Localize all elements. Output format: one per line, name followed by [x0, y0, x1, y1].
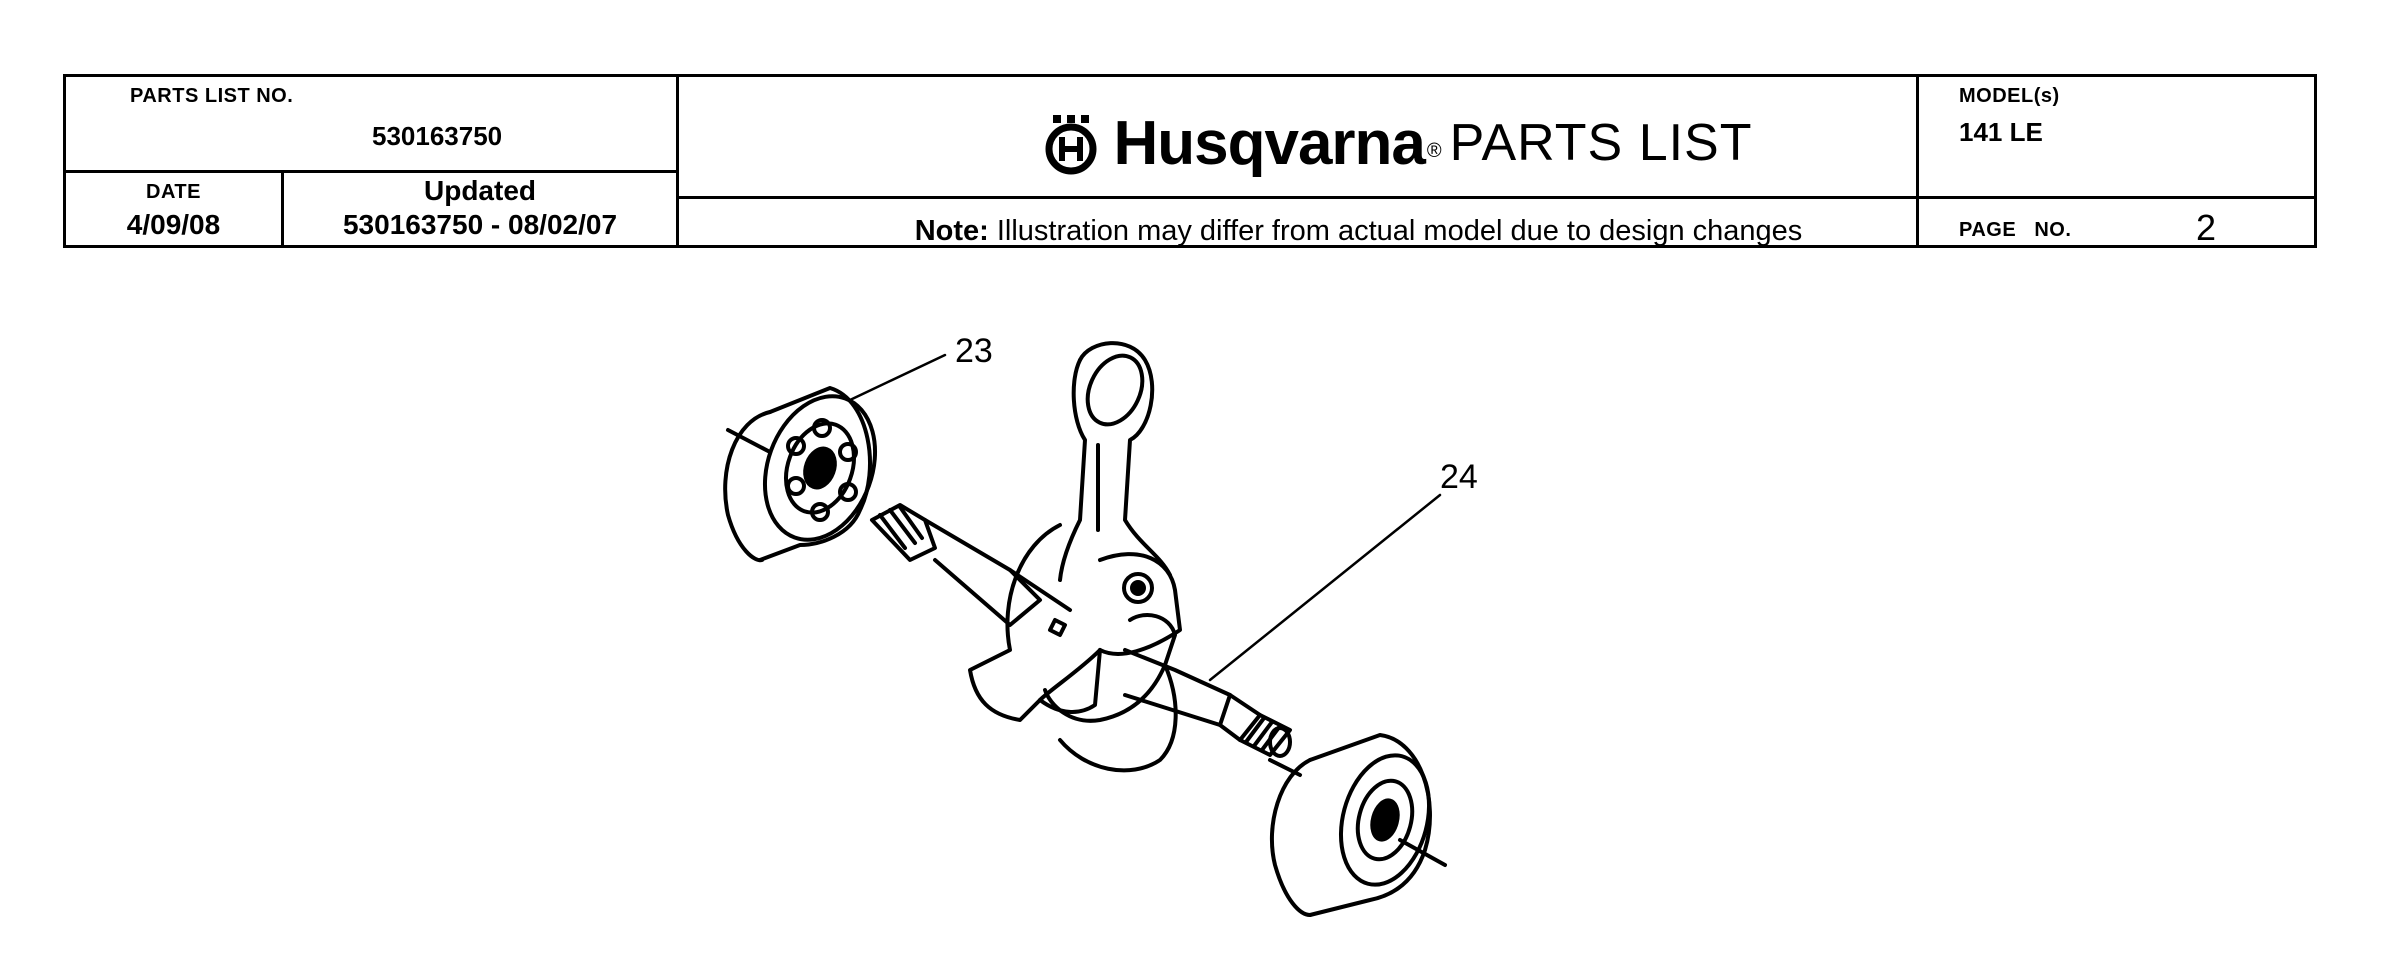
date-label: DATE [146, 181, 201, 203]
note-text: Illustration may differ from actual mode… [988, 215, 1803, 247]
updated-value: 530163750 - 08/02/07 [342, 209, 618, 240]
right-bearing [1268, 733, 1447, 917]
divider [676, 196, 1919, 199]
disclaimer-note: Note: Illustration may differ from actua… [746, 215, 1971, 248]
date-value: 4/09/08 [126, 209, 221, 240]
callout-24: 24 [1440, 458, 1478, 496]
model-value: 141 LE [1959, 117, 2043, 147]
parts-list-no-label: PARTS LIST NO. [130, 85, 294, 107]
divider [1916, 77, 1919, 245]
note-prefix: Note: [914, 215, 989, 247]
updated-label: Updated [424, 175, 536, 206]
leader-line-23 [848, 353, 947, 402]
divider [66, 170, 676, 173]
left-bearing [723, 386, 878, 563]
page-no-value: 2 [2196, 207, 2217, 248]
right-shaft [1123, 648, 1292, 758]
document-title: PARTS LIST [1449, 114, 1753, 172]
husqvarna-crown-logo-icon [1045, 115, 1097, 175]
parts-list-no-value: 530163750 [372, 121, 503, 151]
callout-23: 23 [955, 332, 993, 370]
registered-mark: ® [1426, 139, 1442, 162]
model-label: MODEL(s) [1959, 85, 2060, 107]
left-shaft [870, 503, 1072, 627]
crank-webs [968, 523, 1182, 773]
divider [281, 170, 284, 245]
brand-name: Husqvarna [1113, 108, 1425, 178]
divider [676, 77, 679, 245]
connecting-rod [1058, 341, 1172, 582]
page-no-label: PAGE NO. [1959, 219, 2072, 241]
parts-list-header: PARTS LIST NO. 530163750 DATE 4/09/08 Up… [63, 74, 2317, 248]
brand-banner: Husqvarna ® PARTS LIST [806, 83, 1986, 203]
leader-line-24 [1208, 493, 1442, 682]
divider [1916, 196, 2314, 199]
